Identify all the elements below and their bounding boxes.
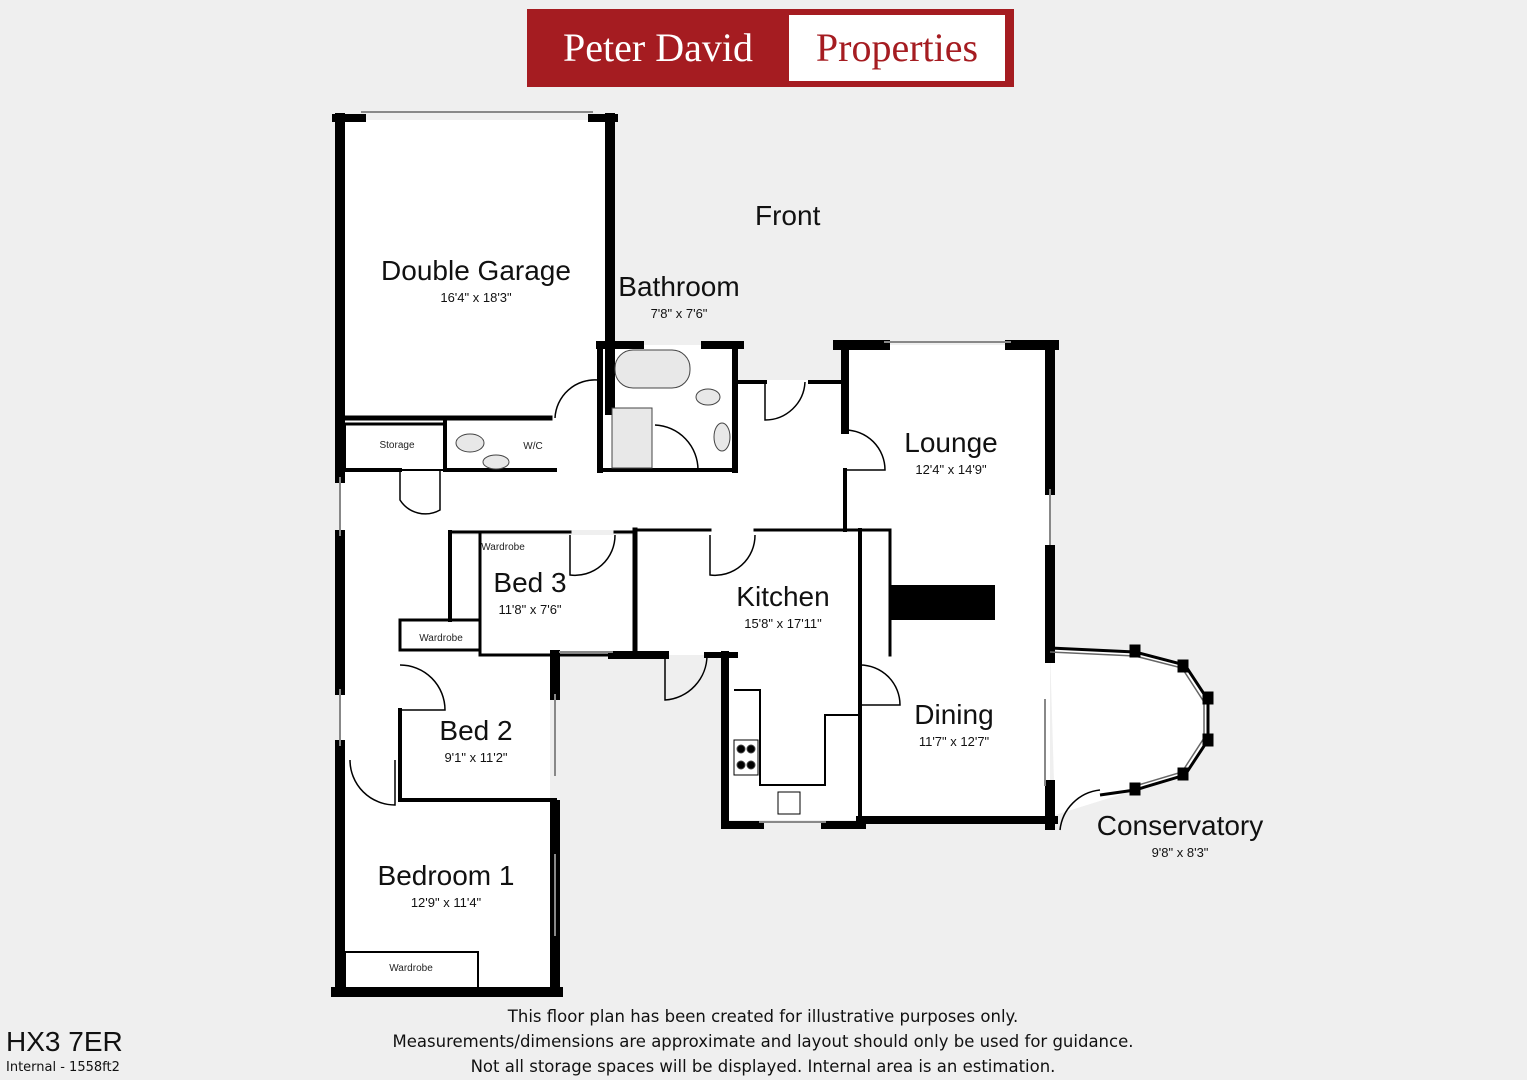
door-swings: [349, 379, 1101, 831]
toilet-icon: [695, 388, 721, 406]
shower-icon: [611, 407, 653, 469]
bathtub-icon: [614, 349, 691, 389]
lounge-name: Lounge: [904, 427, 997, 458]
conservatory-walls: [1049, 644, 1214, 797]
storage-label: Storage: [379, 440, 414, 451]
room-floors: [340, 120, 1208, 990]
conservatory-name: Conservatory: [1097, 810, 1264, 841]
internal-area: Internal - 1558ft2: [6, 1060, 120, 1075]
company-logo: Peter David Properties: [527, 9, 1014, 87]
bed3-name: Bed 3: [493, 567, 566, 598]
bedroom1-dims: 12'9" x 11'4": [411, 895, 482, 910]
wardrobe-bed1-label: Wardrobe: [389, 963, 433, 974]
disclaimer-line-1: This floor plan has been created for ill…: [507, 1007, 1019, 1026]
double-garage-dims: 16'4" x 18'3": [440, 290, 512, 305]
bed2-dims: 9'1" x 11'2": [444, 750, 507, 765]
wardrobe-bed2-label: Wardrobe: [419, 633, 463, 644]
walls: [331, 111, 1059, 997]
kitchen-dims: 15'8" x 17'11": [744, 616, 822, 631]
dining-name: Dining: [914, 699, 993, 730]
bathroom-name: Bathroom: [618, 271, 739, 302]
wardrobe-bed3-label: Wardrobe: [481, 542, 525, 553]
wc-toilet-icon: [455, 433, 485, 453]
conservatory-dims: 9'8" x 8'3": [1152, 845, 1209, 860]
logo-text-peter-david: Peter David: [563, 25, 753, 70]
bedroom1-name: Bedroom 1: [378, 860, 515, 891]
sink-icon: [777, 791, 801, 815]
disclaimer-line-3: Not all storage spaces will be displayed…: [470, 1057, 1056, 1076]
double-garage-name: Double Garage: [381, 255, 571, 286]
logo-text-properties: Properties: [789, 15, 1005, 81]
dining-dims: 11'7" x 12'7": [919, 734, 990, 749]
kitchen-name: Kitchen: [736, 581, 829, 612]
front-label: Front: [755, 200, 821, 231]
bathroom-dims: 7'8" x 7'6": [651, 306, 708, 321]
disclaimer: This floor plan has been created for ill…: [300, 1004, 1226, 1079]
disclaimer-line-2: Measurements/dimensions are approximate …: [392, 1032, 1134, 1051]
bed2-name: Bed 2: [439, 715, 512, 746]
hob-icon: [733, 739, 759, 776]
wc-label: W/C: [523, 441, 542, 452]
postcode: HX3 7ER: [6, 1026, 123, 1057]
bed3-dims: 11'8" x 7'6": [498, 602, 561, 617]
wc-basin-icon: [482, 454, 510, 470]
lounge-dims: 12'4" x 14'9": [915, 462, 987, 477]
basin-icon: [713, 422, 731, 452]
bathroom-fixtures: [455, 349, 801, 815]
